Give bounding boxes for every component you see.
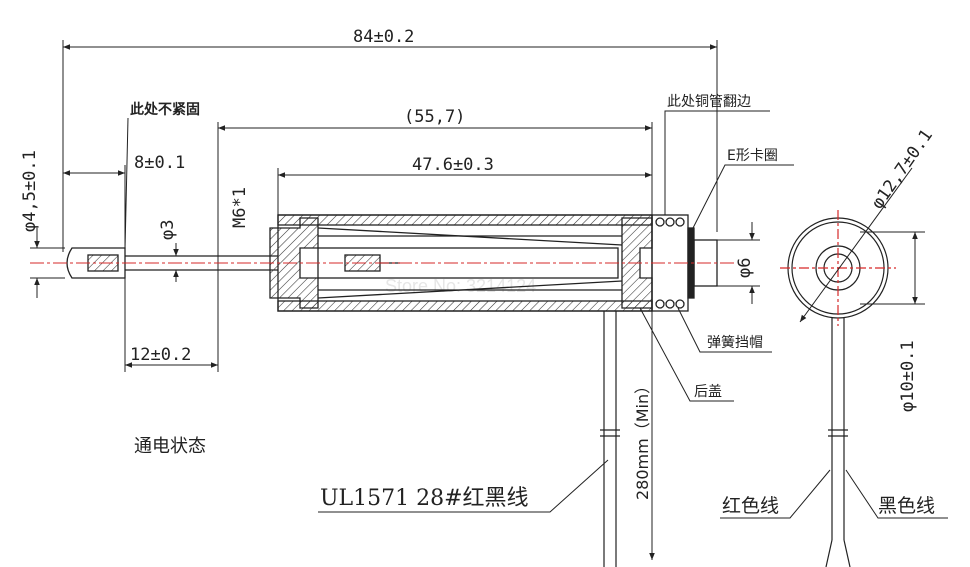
dimension-inner-diameter <box>860 231 925 305</box>
dimension-right-diameter <box>717 222 760 304</box>
lead-wires-main <box>600 311 620 567</box>
copper-tube-flange-leader <box>664 110 770 215</box>
watermark-text: Store No: 3214124 <box>385 276 536 296</box>
copper-tube-flange-callout: 此处铜管翻边 <box>667 94 751 110</box>
spring-cap-callout: 弹簧挡帽 <box>707 335 763 351</box>
left-diameter-label: φ4,5±0.1 <box>20 150 40 232</box>
red-wire-callout: 红色线 <box>722 495 779 517</box>
dimension-left-diameter <box>30 228 65 298</box>
shaft-diameter-label: φ3 <box>158 220 178 240</box>
body-length-label: 47.6±0.3 <box>412 155 494 175</box>
reference-length-label: (55,7) <box>404 107 465 127</box>
dimension-bottom-segment <box>124 270 219 372</box>
rear-cover-leader <box>639 307 734 402</box>
black-wire-callout: 黑色线 <box>878 495 935 517</box>
thread-label: M6*1 <box>230 187 250 228</box>
not-tight-callout: 此处不紧固 <box>130 101 200 118</box>
e-ring-leader <box>691 164 794 231</box>
wire-spec-callout: UL1571 28#红黑线 <box>320 486 529 511</box>
outer-diameter-label: φ12,7±0.1 <box>868 126 937 213</box>
not-tight-leader <box>124 117 129 251</box>
dimension-body-length <box>277 168 653 215</box>
dimension-overall-length <box>62 40 718 252</box>
black-wire-leader <box>845 469 948 519</box>
e-ring-callout: E形卡圈 <box>727 148 778 164</box>
inner-diameter-label: φ10±0.1 <box>898 340 918 412</box>
wire-length-label: 280mm（Min） <box>633 378 652 500</box>
rear-cover-callout: 后盖 <box>694 384 722 400</box>
overall-length-label: 84±0.2 <box>353 27 414 47</box>
bottom-segment-label: 12±0.2 <box>130 345 191 365</box>
spring-cap-leader <box>677 307 772 353</box>
side-view <box>780 210 896 567</box>
left-segment-label: 8±0.1 <box>134 153 185 173</box>
outer-diameter-leader <box>799 167 913 323</box>
right-diameter-label: φ6 <box>735 258 755 278</box>
dimension-left-segment <box>63 165 126 250</box>
red-wire-leader <box>720 469 831 519</box>
state-label: 通电状态 <box>134 436 206 457</box>
wire-spec-leader <box>318 459 609 513</box>
